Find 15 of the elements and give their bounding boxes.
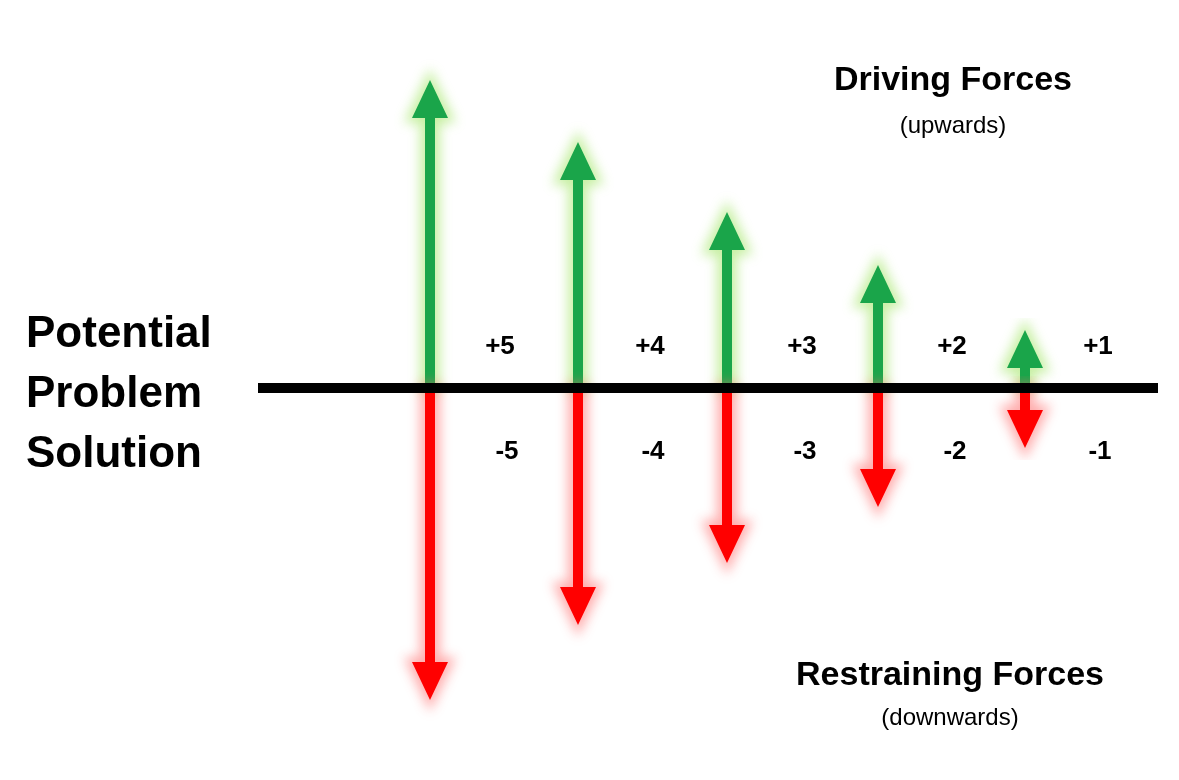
force-score: -4	[641, 434, 665, 466]
force-score: +3	[787, 329, 817, 361]
axis-label: Potential Problem Solution	[26, 306, 213, 478]
force-score: -3	[793, 434, 817, 466]
force-score: +4	[635, 329, 665, 361]
force-score: -1	[1088, 434, 1112, 466]
subheading: (upwards)	[899, 111, 1007, 139]
heading: Restraining Forces	[796, 653, 1104, 693]
force-score: +2	[937, 329, 967, 361]
force-score: -2	[943, 434, 967, 466]
force-score: +1	[1083, 329, 1113, 361]
force-score: +5	[485, 329, 515, 361]
subheading: (downwards)	[881, 703, 1019, 731]
heading: Driving Forces	[833, 58, 1073, 98]
force-score: -5	[495, 434, 519, 466]
